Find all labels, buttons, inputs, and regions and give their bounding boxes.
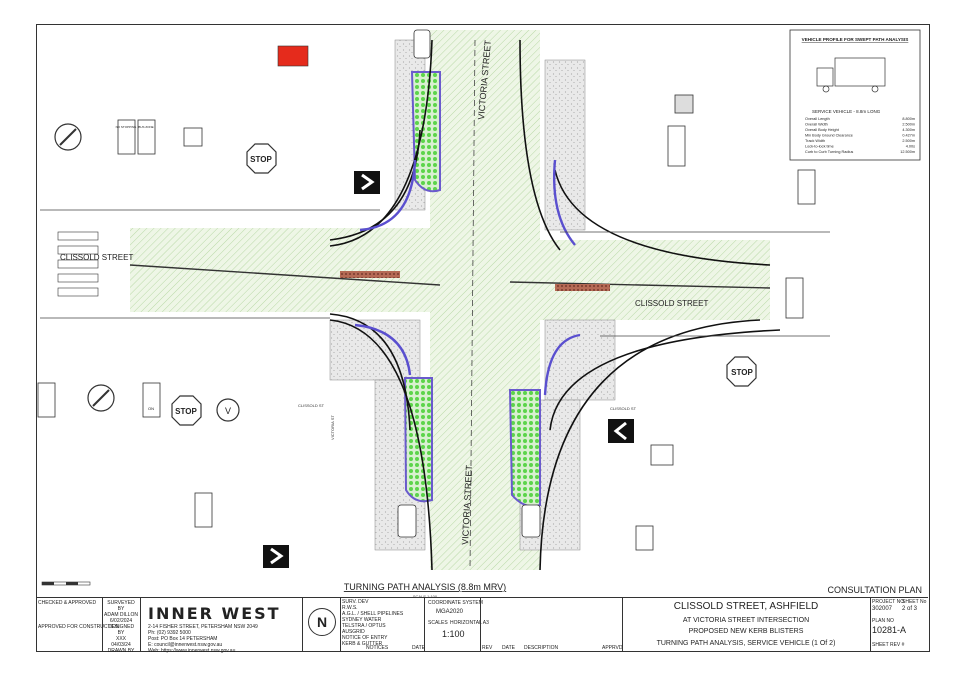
project-no-label: PROJECT NO [872,599,905,605]
vehicle-profile-row-value: 12.500m [900,150,915,154]
drawn-by-label: DRAWN BY [107,648,135,654]
victoria-street-label-south: VICTORIA STREET [460,464,474,545]
drawing-title-sub3: TURNING PATH ANALYSIS, SERVICE VEHICLE (… [656,640,836,647]
raised-threshold-west [340,271,400,278]
no-right-turn-sign-south [87,384,115,412]
sheet-rev-label: SHEET REV # [872,642,905,648]
raised-threshold-east [555,284,610,291]
vehicle-profile-row-label: Min Body Ground Clearance [805,134,853,138]
scale-value: 1:100 [442,629,465,639]
vehicle-profile-row-label: Lock-to-lock time [805,145,834,149]
clissold-st-tag-sw: CLISSOLD ST [298,403,325,408]
revision-header-date: DATE [502,645,515,651]
road-edges [40,39,830,571]
swept-path-envelope [354,159,581,396]
designed-by-value: XXX [115,636,126,642]
svg-text:STOP: STOP [175,407,197,416]
parked-cars [397,29,541,538]
victoria-st-tag-sw: VICTORIA ST [330,415,335,440]
plan-no-label: PLAN NO [872,618,894,624]
truck-diagram [816,57,886,93]
vehicle-profile-box [789,29,921,161]
drawing-title-sub2: PROPOSED NEW KERB BLISTERS [688,628,804,635]
vehicle-profile-row-value: 4.00s [906,145,915,149]
chevron-sign-north [354,171,380,194]
scale-bar [41,581,91,586]
stop-sign-east: STOP [726,356,757,387]
no-stopping-sign-text: NO STOPPING [116,125,137,129]
drawing-title-main: CLISSOLD STREET, ASHFIELD [673,601,819,612]
rect-signs [37,119,816,551]
tree-icon [674,94,694,114]
project-no-value: 302007 [872,606,893,612]
survey-date: 6/02/2024 [109,618,133,624]
notices-label: NOTICES [366,645,389,651]
vehicle-profile-subtitle: SERVICE VEHICLE - 8.8m LONG [812,109,881,114]
vehicle-profile-title: VEHICLE PROFILE FOR SWEPT PATH ANALYSIS [802,37,909,42]
parking-on-sign-text: ON [148,406,154,411]
drawing-title-sub1: AT VICTORIA STREET INTERSECTION [682,617,810,624]
chevron-sign-east [608,419,634,443]
title-block: CHECKED & APPROVED APPROVED FOR CONSTRUC… [36,597,928,654]
give-way-circle-sign: V [216,398,240,422]
revision-header-description: DESCRIPTION [524,645,559,651]
council-address: 2-14 FISHER STREET, PETERSHAM NSW 2049 P… [148,624,258,654]
vehicle-profile-row-label: Track Width [805,139,825,143]
stop-sign-north: STOP [246,143,277,174]
vehicle-profile-row-value: 0.427m [902,134,915,138]
clissold-street-label-east: CLISSOLD STREET [635,299,708,308]
vehicle-profile-row-value: 4.300m [902,128,915,132]
stop-sign-southwest: STOP [171,395,202,426]
swept-path-lines [329,39,781,571]
zebra-crossing [57,231,99,297]
coordinate-label: COORDINATE SYSTEM [428,600,483,606]
surveyed-by-value: ADAM DILLON [104,612,138,618]
sheet-no-value: 2 of 3 [902,606,918,612]
vehicle-profile-row-value: 2.500m [902,139,915,143]
revision-header-approved: APPRVD [602,645,623,651]
coordinate-value: MGA2020 [436,609,464,615]
inner-west-logo: INNER WEST [148,604,281,623]
clissold-st-tag-se: CLISSOLD ST [610,406,637,411]
vehicle-profile-row-label: Overall Length [805,117,830,121]
no-right-turn-sign-north [54,123,82,151]
svg-text:V: V [225,406,231,416]
plan-no-value: 10281-A [872,625,907,635]
surveyed-by-label: SURVEYED BY [107,600,135,612]
sheet-no-label: SHEET No [902,599,927,605]
scales-label: SCALES [428,620,448,626]
vehicle-profile-row-value: 2.500m [902,123,915,127]
design-date: 04/03/24 [111,642,131,648]
vehicle-profile-row-label: Overall Body Height [805,128,840,132]
designed-by-label: DESIGNED BY [107,624,135,636]
consultation-plan-label: CONSULTATION PLAN [827,585,922,595]
north-arrow-icon: N [308,608,336,636]
scales-sub-label: HORIZONTAL A3 [450,620,489,626]
taxi-sign-icon [183,127,203,147]
svg-text:STOP: STOP [250,155,272,164]
revision-header-rev: REV [482,645,493,651]
scale-caption: SCALE 1:100 [413,594,438,599]
red-sign [277,45,309,67]
date-label: DATE [412,645,425,651]
kerb-blisters [403,71,541,508]
vehicle-profile-row-value: 8.800m [902,117,915,121]
bus-zone-sign-text: BUS ZONE [138,125,153,129]
services-list: SURV. DEV R.W.S. A.G.L. / SHELL PIPELINE… [342,599,404,647]
svg-text:STOP: STOP [731,368,753,377]
checked-approved-label: CHECKED & APPROVED [38,600,97,606]
vehicle-profile-row-label: Curb to Curb Turning Radius [805,150,853,154]
chevron-sign-south [263,545,289,568]
clissold-street-label-west: CLISSOLD STREET [60,253,133,262]
approved-construction-label: APPROVED FOR CONSTRUCTION [38,624,120,630]
vehicle-profile-row-label: Overall Width [805,123,828,127]
drawing-caption: TURNING PATH ANALYSIS (8.8m MRV) [344,582,506,592]
